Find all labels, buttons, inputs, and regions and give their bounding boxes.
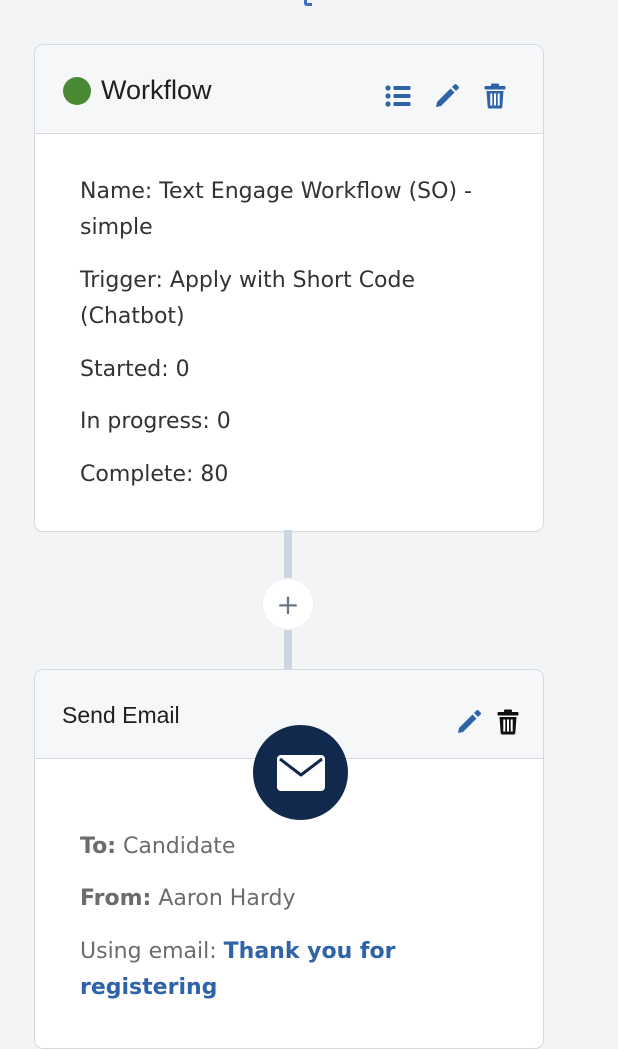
workflow-card: Workflow bbox=[34, 44, 544, 532]
workflow-name: Name: Text Engage Workflow (SO) - simple bbox=[80, 179, 472, 240]
email-from-line: From: Aaron Hardy bbox=[80, 881, 510, 917]
email-to-label: To: bbox=[80, 834, 116, 859]
add-step-button[interactable]: + bbox=[262, 578, 314, 630]
email-template-line: Using email: Thank you for registering bbox=[80, 934, 510, 1006]
workflow-trigger: Trigger: Apply with Short Code (Chatbot) bbox=[80, 268, 416, 329]
email-to-value: Candidate bbox=[123, 834, 236, 859]
status-dot-icon bbox=[63, 77, 91, 105]
email-template-label: Using email: bbox=[80, 939, 217, 964]
workflow-card-header: Workflow bbox=[35, 45, 543, 134]
pencil-icon[interactable] bbox=[455, 708, 483, 736]
email-badge bbox=[253, 725, 348, 820]
list-icon[interactable] bbox=[384, 83, 412, 109]
workflow-complete: Complete: 80 bbox=[80, 462, 229, 487]
trash-icon[interactable] bbox=[483, 81, 507, 111]
plus-icon: + bbox=[276, 587, 300, 621]
send-email-title: Send Email bbox=[62, 702, 180, 728]
email-from-label: From: bbox=[80, 886, 152, 911]
email-to-line: To: Candidate bbox=[80, 829, 510, 865]
email-from-value: Aaron Hardy bbox=[158, 886, 296, 911]
email-template-link[interactable]: Thank you for registering bbox=[80, 939, 396, 1000]
trash-icon[interactable] bbox=[496, 708, 520, 736]
pencil-icon[interactable] bbox=[433, 82, 461, 110]
workflow-started: Started: 0 bbox=[80, 357, 190, 382]
workflow-title: Workflow bbox=[101, 75, 212, 105]
connector-top-stub bbox=[304, 0, 312, 6]
envelope-icon bbox=[276, 754, 325, 791]
workflow-in-progress: In progress: 0 bbox=[80, 409, 231, 434]
